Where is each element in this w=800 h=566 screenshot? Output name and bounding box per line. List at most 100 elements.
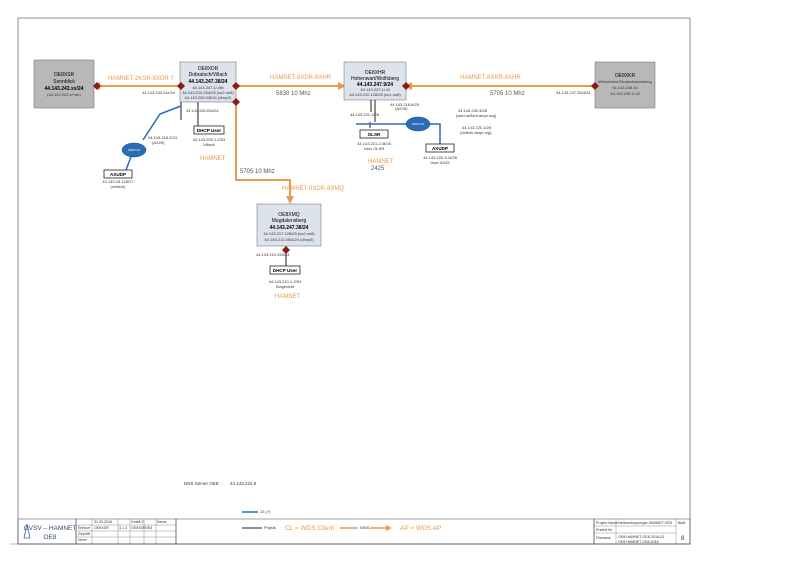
tb-c6: 3.1.3 [119,526,127,530]
service-dr-dhcp-label: DHCP User [197,128,222,133]
node-dr-l3: 44.143.209.2/8/24 (dhcp2) [185,95,233,100]
legend-vlan: 13 (?) [260,509,271,514]
service-mq-dhcp[interactable]: DHCP User [269,265,301,275]
tb-c7: OE8XDR [131,526,146,530]
link-speed-dr-hr: 5830 10 Mhz [276,91,311,97]
legend: 13 (?) Physik CL = WDS Client WDS AP = W… [242,509,441,532]
ip-hr-right3: 44.143.220.1/28 [462,125,492,130]
node-hr-l1: 44.143.247.1/-/8 [360,87,390,92]
dns-value: 44.143.222.6 [230,481,257,486]
node-oe8xhr[interactable]: OE8XHR Hohenwart/Wolfsberg 44.143.247.9/… [343,61,407,101]
ip-dr-down: 44.143.2/8.254/24 [186,108,219,113]
ip-hr-router: 44.143.218.8/25 [390,102,420,107]
node-hr-ip: 44.143.247.9/24 [357,82,393,88]
node-sr-sub: (44.143.243.x/+ab) [47,92,81,97]
tb-c10: Norm [78,538,87,542]
node-kr-name: Weinebene/Deutschlandsberg [598,79,652,84]
title-block: OVSV – HAMNET OE8 31.03.2016 Grafik 2 Na… [17,518,691,545]
hamnet-label-hr: HAMNET [368,159,394,165]
link-label-dr-mq: HAMNET-8XDR-8XMQ [282,186,344,192]
ip-hr-right4: (oe8xhr.ampr.org) [460,130,492,135]
service-hr-axudp[interactable]: AXUDP [425,143,455,153]
node-hr-l2: 44.143.210.128/25 (cu1 oe8) [349,92,401,97]
diamond-kr [591,82,599,90]
link-label-sr-dr: HAMNET-2KSR-8XDR ? [108,76,174,82]
node-oe8xdr[interactable]: OE8XDR Dobratsch/Villach 44.143.247.38/2… [179,61,237,103]
router-dr[interactable]: SWITCH [121,142,147,158]
router-hr[interactable]: SWITCH [405,116,431,132]
node-hr-name: Hohenwart/Wolfsberg [351,76,399,82]
arrow-mq [286,196,294,204]
service-mq-dhcp-label: DHCP User [273,268,298,273]
legend-client: CL = WDS Client [285,525,334,532]
node-sr-name: Sonnblick [53,79,75,85]
node-mq-name: Magdalensberg [272,218,307,224]
diamond-mq [282,246,290,254]
ip-hr-router2: (AX25) [395,106,408,111]
tb-c3: Name [157,520,167,524]
service-dr-dhcp-place: Villach [203,142,215,147]
hamnet-label-dr: HAMNET [200,156,226,162]
tb-file-label: Filename [596,536,611,540]
node-kr-title: OE8XKR [615,73,636,79]
antenna-logo-icon [23,523,31,539]
ip-dr-router: 44.143.218.2/24 [148,135,178,140]
vlan-hr-axudp [426,123,441,144]
node-hr-title: OE8XHR [365,70,386,76]
ip-hr-left: 44.143.221.1/28 [350,112,380,117]
legend-wds-arrow [386,525,392,531]
diamond-dr-left [177,82,185,90]
legend-ap: AP = WDS AP [400,525,441,532]
tb-ersetzt-label: Ersetzt für [596,528,613,532]
router-hr-label: SWITCH [412,122,424,126]
diamond-sr [93,82,101,90]
node-dr-l2: 44.143.210.254/25 (cu2 oe8) [182,90,234,95]
tb-project-value: Netzwerktopologie HAMNET OE8 [618,521,672,525]
diamond-hr-right [402,82,410,90]
node-sr-ip: 44.143.243.xx/24 [45,86,84,92]
legend-wds: WDS [360,525,370,530]
arrow-hr-left [338,82,346,90]
service-hr-axudp-ip: 44.143.220.3-/4/28 [423,155,457,160]
service-dr-axudp-label: AXUDP [110,172,126,177]
node-oe8xsr[interactable]: OE8XSR Sonnblick 44.143.243.xx/24 (44.14… [33,59,95,109]
node-oe8xkr[interactable]: OE8XKR Weinebene/Deutschlandsberg 44.143… [594,61,656,109]
hamnet-label-mq: HAMNET [275,294,301,300]
node-mq-ip: 44.143.247.38/24 [270,225,309,231]
dns-label: DNS Server OE8: [184,481,220,486]
wds-links [95,85,593,200]
node-dr-name: Dobratsch/Villach [189,72,228,78]
service-hr-axudp-user: User AX25 [430,160,450,165]
tb-sheet-value: 8 [681,536,685,542]
service-dr-dhcp-range: 44.143.209.1-/253 [193,137,226,142]
ip-hr-right2: (axel.oe8xhr.ampr.org) [456,113,497,118]
service-hr-olsr-label: OLSR [368,132,381,137]
link-dr-mq [235,98,291,200]
service-hr-axudp-label: AXUDP [432,146,448,151]
link-label-kr-hr: HAMNET-8XKR-8XHR [460,75,521,81]
service-dr-axudp[interactable]: AXUDP [103,169,133,179]
diamonds [93,82,599,254]
node-mq-title: OE8XMQ [278,212,300,218]
tb-region: OE8 [43,534,56,541]
service-hr-olsr[interactable]: OLSR [359,129,389,139]
tb-file-value: OE8-HAMNET-OE8-2016-03 [618,535,664,539]
service-dr-dhcp[interactable]: DHCP User [193,125,225,135]
service-mq-dhcp-place: Klagenfurt [276,284,295,289]
service-dr-axudp-ip: 44.143.18.128/27 [102,179,134,184]
tb-c8: OE8 [145,526,152,530]
node-sr-title: OE8XSR [54,72,75,78]
service-hr-olsr-ip: 44.143.221.2-/8/28 [357,141,391,146]
node-mq-l2: 44.143.210.35/4/24 (dhcp3) [264,237,314,242]
link-speed-kr-hr: 5705 10 Mhz [490,91,525,97]
service-mq-dhcp-range: 44.143.210.1-/253 [269,279,302,284]
diamond-dr-down [232,98,240,106]
tb-c9: Geprüft [78,532,90,536]
ip-kr-left: 44.143.247.35/4/24 [556,90,591,95]
node-dr-l1: 44.143.247.1/-/8b [192,85,224,90]
node-mq-l1: 44.143.217.128/25 (cu2 oe8) [263,231,315,236]
node-oe8xmq[interactable]: OE8XMQ Magdalensberg 44.143.247.38/24 44… [256,203,322,247]
ip-mq-left: 44.143.210.254/24 [256,252,290,257]
vlan-dr-router [142,105,182,141]
